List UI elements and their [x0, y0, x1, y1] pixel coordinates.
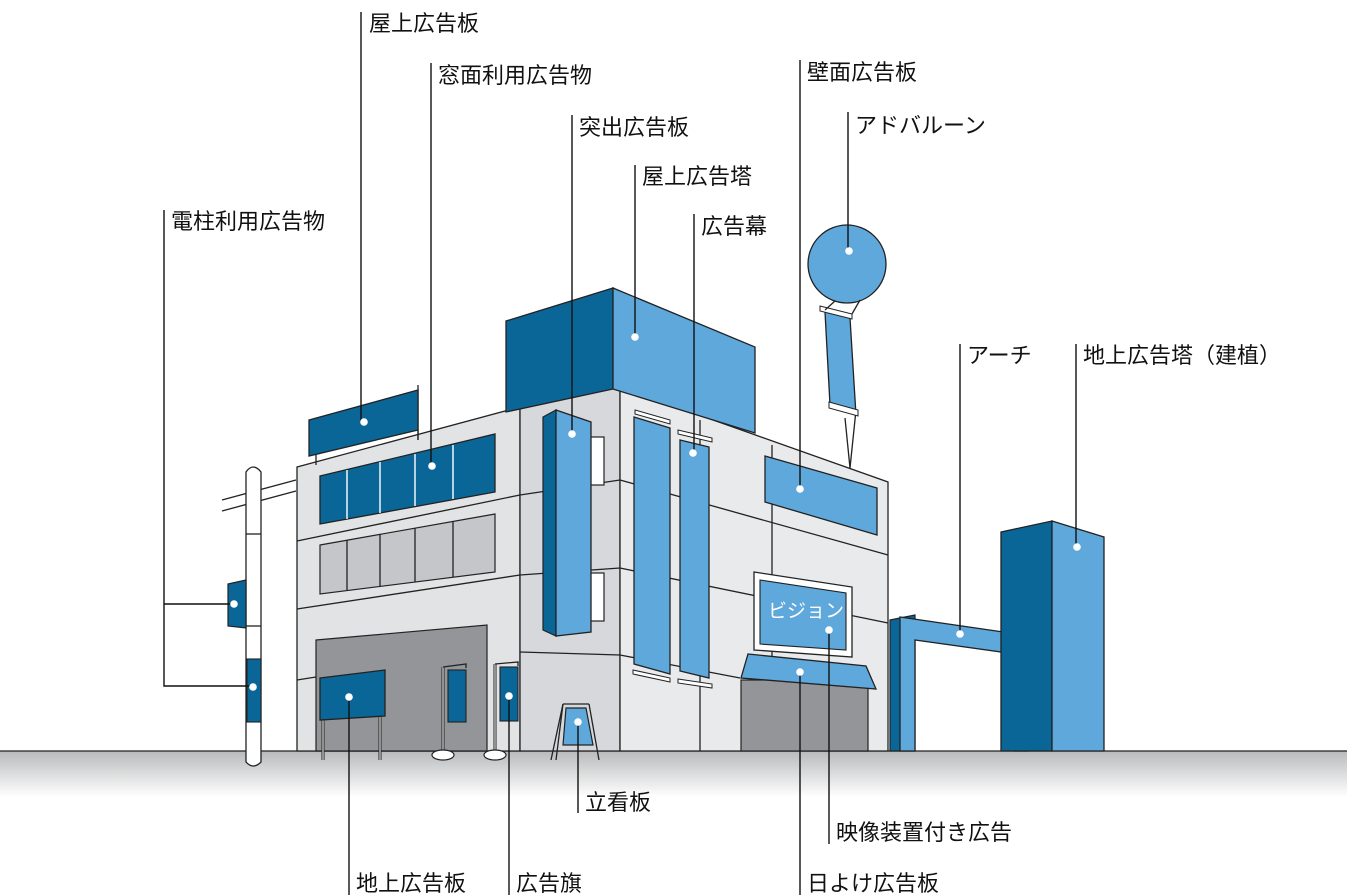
window-ads	[319, 433, 496, 525]
leader-lines	[163, 12, 1077, 895]
utility-pole	[221, 466, 297, 767]
label-banner: 広告幕	[701, 215, 767, 240]
rooftop-tower	[505, 287, 756, 434]
ground-billboard	[319, 669, 386, 760]
awning-sign	[740, 653, 878, 690]
ground	[0, 751, 1347, 797]
marker-dots	[230, 247, 1081, 726]
label-video-ad: 映像装置付き広告	[836, 821, 1012, 846]
shutter-right	[740, 679, 869, 752]
labels: 屋上広告板 窓面利用広告物 突出広告板 屋上広告塔 広告幕 壁面広告板 アドバル…	[171, 12, 1281, 895]
wall-billboard	[764, 455, 878, 536]
label-rooftop-tower: 屋上広告塔	[642, 165, 752, 190]
window-row	[319, 513, 496, 595]
label-arch: アーチ	[967, 344, 1032, 369]
label-ad-flag: 広告旗	[516, 872, 582, 895]
label-ground-billboard: 地上広告板	[356, 872, 466, 895]
label-pole-ad: 電柱利用広告物	[171, 210, 325, 235]
label-wall-billboard: 壁面広告板	[807, 61, 917, 86]
label-rooftop-billboard: 屋上広告板	[369, 12, 479, 37]
ground-tower	[1000, 520, 1105, 752]
label-window-ad: 窓面利用広告物	[438, 64, 592, 89]
banners	[632, 409, 713, 689]
projecting-sign	[542, 408, 592, 637]
ad-balloon	[807, 224, 887, 469]
screen-text: ビジョン	[768, 600, 844, 622]
label-projecting-sign: 突出広告板	[579, 116, 689, 141]
label-awning-sign: 日よけ広告板	[807, 872, 939, 895]
label-standing-sign: 立看板	[585, 791, 651, 816]
label-ground-tower: 地上広告塔（建植）	[1083, 344, 1281, 369]
video-screen: ビジョン	[753, 571, 853, 658]
label-ad-balloon: アドバルーン	[855, 114, 986, 139]
